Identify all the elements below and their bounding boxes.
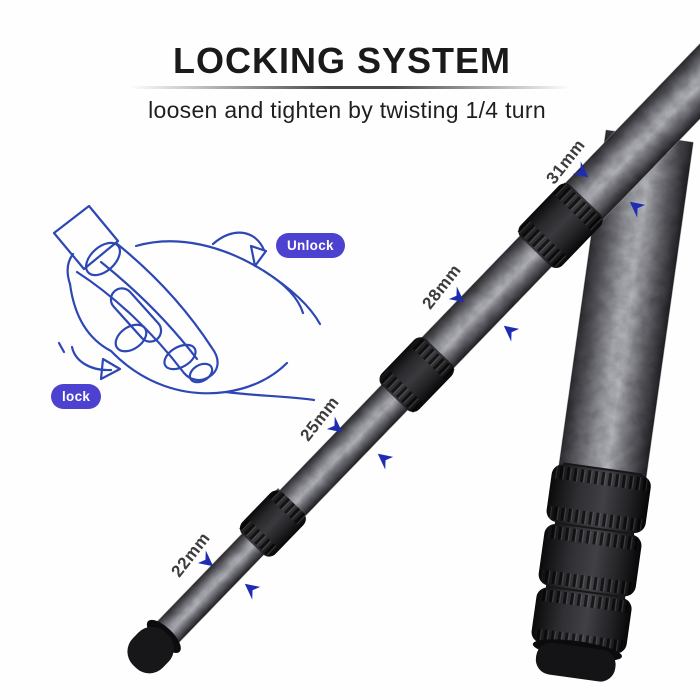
lock-arrow-icon [70,345,113,372]
rubber-foot [532,639,622,682]
twist-lock-collar [378,336,455,413]
sketch-tube [52,204,120,271]
unlock-arrowhead-icon [249,244,268,268]
pointer-arrow-icon [624,195,648,219]
pointer-arrow-icon [571,161,595,185]
pointer-arrow-icon [196,550,220,574]
extended-leg-photo [127,34,700,674]
collapsed-leg-photo [531,129,694,682]
unlock-arrow-icon [211,231,266,252]
pointer-arrow-icon [372,447,396,471]
subtitle: loosen and tighten by twisting 1/4 turn [148,97,546,123]
rubber-foot [127,619,181,674]
page-title: LOCKING SYSTEM [172,40,512,81]
pointer-arrow-icon [498,319,522,343]
unlock-badge: Unlock [276,233,345,258]
pointer-arrow-icon [325,416,349,440]
lock-arrowhead-icon [99,357,122,381]
twist-lock-collar [538,524,642,597]
lock-badge: lock [51,384,102,409]
twist-lock-collar [239,488,309,558]
twist-lock-collar [546,464,651,533]
pointer-arrow-icon [239,577,263,601]
title-divider [130,86,570,89]
pointer-arrow-icon [447,286,471,310]
hand-twist-sketch [52,204,322,402]
twist-lock-collar [517,182,604,269]
